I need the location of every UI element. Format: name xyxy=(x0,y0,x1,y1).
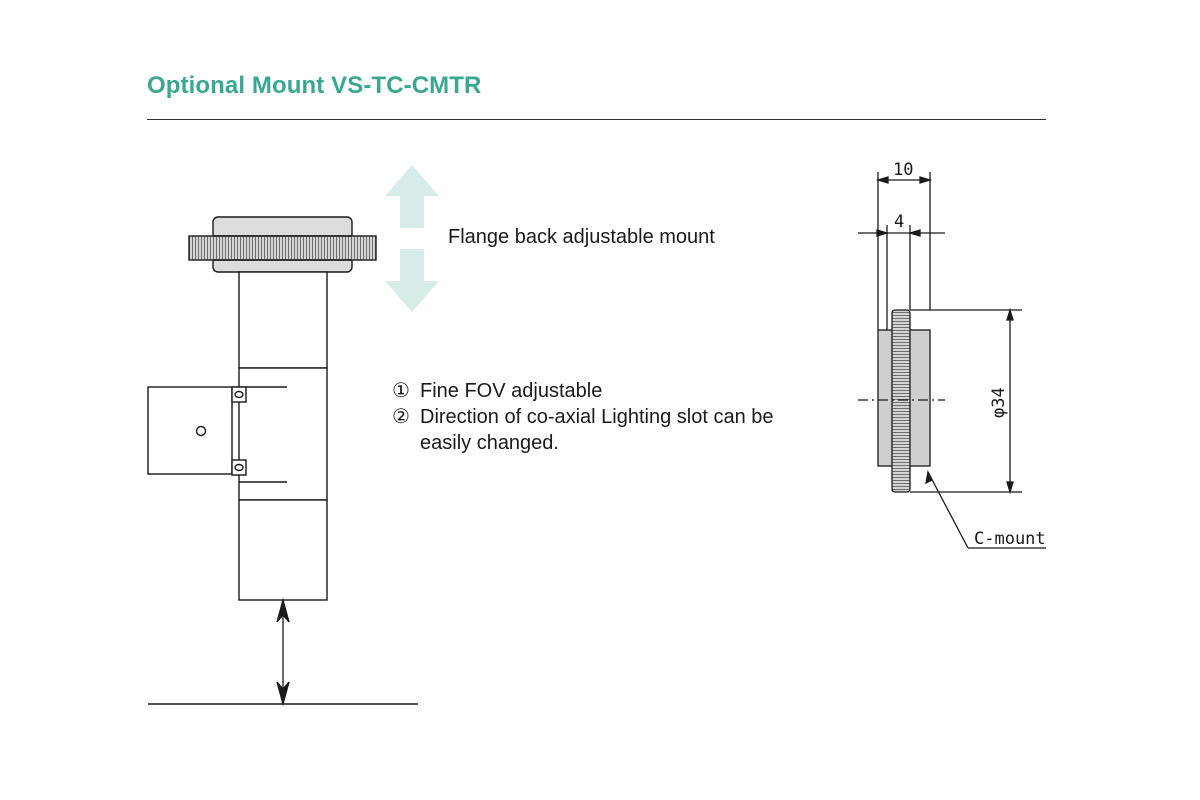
cmount-side-view xyxy=(858,172,1046,549)
upper-tube xyxy=(238,271,328,369)
item1-number: ① xyxy=(392,380,410,402)
title-divider xyxy=(147,119,1046,120)
item2-number: ② xyxy=(392,406,410,428)
cmount-label: C-mount xyxy=(974,529,1046,549)
middle-block xyxy=(238,367,328,501)
page-title: Optional Mount VS-TC-CMTR xyxy=(147,72,482,99)
flange-adjust-arrow xyxy=(385,165,439,312)
dim-34-label: φ34 xyxy=(989,387,1009,418)
flange-back-callout: Flange back adjustable mount xyxy=(448,226,715,248)
lower-tube xyxy=(238,499,328,601)
cmount-leader xyxy=(927,471,969,549)
knurled-ring xyxy=(188,235,377,261)
side-box-hole xyxy=(195,425,207,437)
working-distance-arrow xyxy=(276,597,290,707)
mount-assembly xyxy=(147,216,377,601)
cmount-knurl-ring xyxy=(891,309,911,493)
side-lighting-box xyxy=(147,386,233,475)
dim-10-label: 10 xyxy=(893,160,913,180)
item2-text: Direction of co-axial Lighting slot can … xyxy=(420,406,774,428)
item1-text: Fine FOV adjustable xyxy=(420,380,603,402)
dim-4-label: 4 xyxy=(894,212,904,232)
item2-text-continued: easily changed. xyxy=(420,432,559,454)
